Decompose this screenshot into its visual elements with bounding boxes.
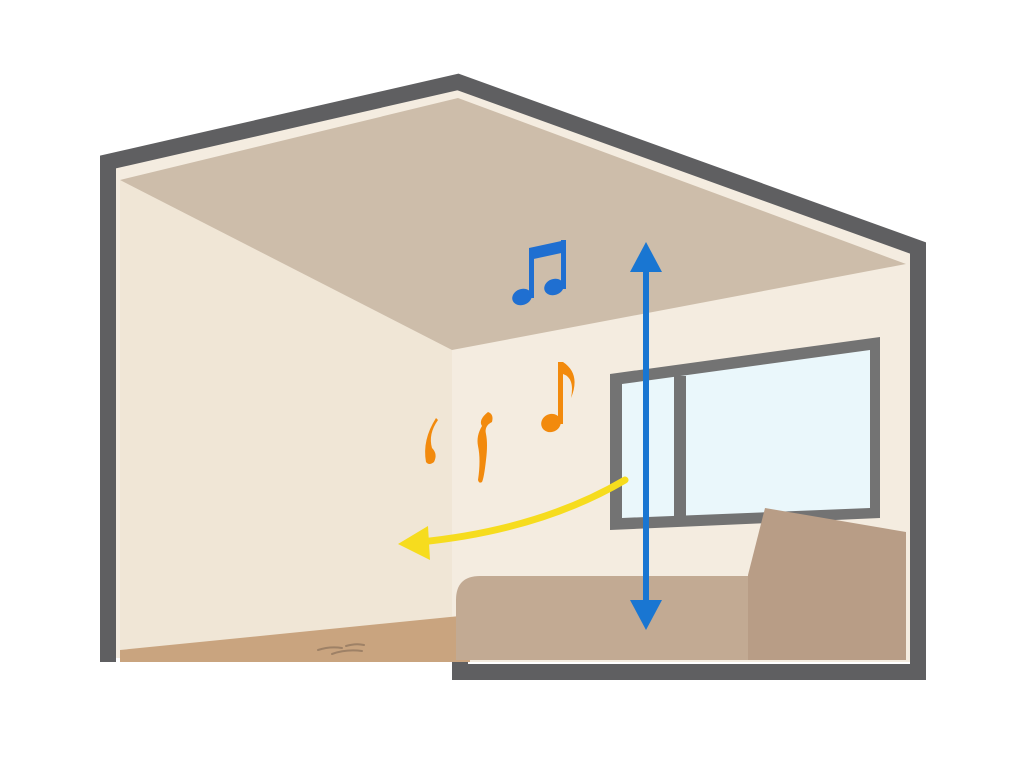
bed-base [456,576,748,660]
window-mullion [674,376,686,516]
eighth-note-icon [541,362,575,433]
left-wall-surface [120,180,452,650]
floor-scuff-marks [317,643,365,655]
curved-arrow-head [398,526,430,560]
ceiling-surface [120,98,906,350]
double-arrow-vertical [630,242,662,630]
house-outline [100,73,926,680]
beamed-eighth-notes-icon [512,240,566,306]
vertical-arrow-head-down [630,600,662,630]
bed-headboard [748,508,906,660]
sound-wave-marks [425,412,493,483]
curved-arrow-left [398,476,629,560]
floor-surface [120,615,470,662]
sound-mark-right [477,412,493,483]
sound-mark-left [425,418,438,464]
curved-arrow-shaft [416,476,629,546]
window-icon [610,337,880,530]
vertical-arrow-head-up [630,242,662,272]
bed-furniture [456,508,906,660]
